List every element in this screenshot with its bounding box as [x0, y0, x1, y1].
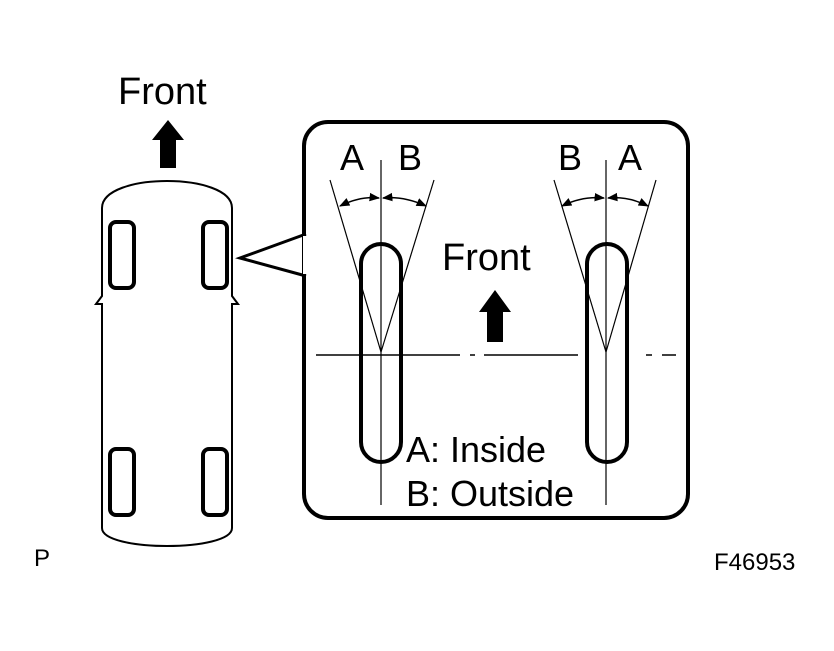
- left-wheel-angle-b-arrow: [381, 192, 427, 207]
- detail-callout: A B B A Front A: Inside B: Outside: [235, 120, 690, 520]
- detail-box: [302, 120, 690, 520]
- left-wheel-label-a: A: [340, 137, 364, 178]
- left-wheel-angle-a-arrow: [339, 192, 381, 207]
- detail-front-label: Front: [442, 237, 531, 279]
- vehicle-overview: Front: [94, 71, 240, 547]
- legend-inside: A: Inside: [406, 429, 546, 470]
- car-body: [94, 180, 240, 547]
- right-wheel-label-b: B: [558, 137, 582, 178]
- left-wheel-label-b: B: [398, 137, 422, 178]
- vehicle-front-arrow-icon: [152, 120, 184, 168]
- vehicle-front-label: Front: [118, 71, 207, 113]
- callout-pointer: [235, 232, 307, 278]
- view-letter: P: [34, 545, 50, 572]
- right-wheel-angle-a-arrow: [606, 192, 649, 207]
- figure-code: F46953: [714, 549, 795, 576]
- right-tire: [585, 242, 629, 464]
- right-wheel-inside-ref-line: [605, 179, 657, 353]
- left-wheel-inside-ref-line: [329, 179, 382, 353]
- car-wheel-rear-left: [108, 447, 136, 517]
- detail-right-wheel: B A: [553, 137, 657, 505]
- detail-front-arrow-icon: [479, 290, 511, 342]
- car-wheel-front-right: [201, 220, 229, 290]
- car-wheel-front-left: [108, 220, 136, 290]
- right-wheel-angle-b-arrow: [561, 192, 606, 207]
- right-wheel-label-a: A: [618, 137, 642, 178]
- car-wheel-rear-right: [201, 447, 229, 517]
- legend-outside: B: Outside: [406, 473, 574, 514]
- right-wheel-outside-ref-line: [553, 179, 607, 353]
- detail-left-wheel: A B: [329, 137, 435, 505]
- left-wheel-outside-ref-line: [380, 179, 435, 353]
